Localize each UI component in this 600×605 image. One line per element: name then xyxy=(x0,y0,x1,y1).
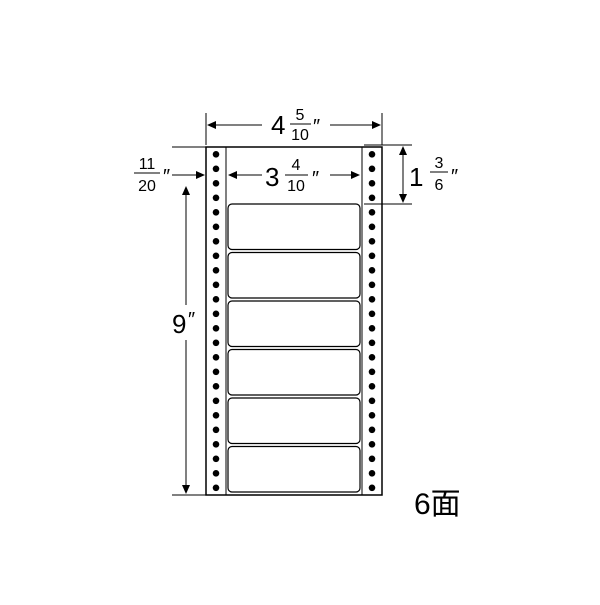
label-width-whole: 3 xyxy=(265,162,279,192)
left-tractor-hole xyxy=(212,194,220,202)
label-height-dimension: 1 3 6 ″ xyxy=(364,144,458,205)
right-tractor-hole xyxy=(368,223,376,231)
left-tractor-hole xyxy=(212,470,220,477)
right-tractor-hole xyxy=(368,339,376,347)
label-height-denominator: 6 xyxy=(435,177,444,194)
left-tractor-hole xyxy=(212,412,220,419)
label-rectangle xyxy=(227,251,361,299)
label-width-mark: ″ xyxy=(312,168,319,190)
left-tractor-hole xyxy=(212,397,220,405)
right-tractor-hole xyxy=(368,310,376,318)
right-tractor-hole xyxy=(368,426,376,434)
right-tractor-hole xyxy=(368,455,376,463)
top-margin-mark: ″ xyxy=(163,166,170,188)
right-tractor-hole xyxy=(368,441,376,448)
left-tractor-hole xyxy=(212,310,220,318)
face-count-label: 6面 xyxy=(414,488,461,521)
label-rectangle xyxy=(227,445,361,493)
label-height-numerator: 3 xyxy=(435,155,444,172)
sheet-height-dimension: 9 ″ xyxy=(172,186,206,496)
right-tractor-hole xyxy=(368,252,376,260)
left-tractor-holes xyxy=(212,151,220,492)
label-width-dimension: 3 4 10 ″ xyxy=(228,157,360,195)
left-tractor-hole xyxy=(212,151,220,158)
sheet-height-mark: ″ xyxy=(188,309,195,331)
label-height-mark: ″ xyxy=(451,166,458,188)
top-margin-dimension: 11 20 ″ xyxy=(134,146,206,195)
left-tractor-hole xyxy=(212,252,220,260)
sheet-width-denominator: 10 xyxy=(291,127,309,144)
left-tractor-hole xyxy=(212,281,220,289)
left-tractor-hole xyxy=(212,455,220,463)
right-tractor-hole xyxy=(368,165,376,173)
label-width-denominator: 10 xyxy=(287,178,305,195)
sheet-width-whole: 4 xyxy=(271,110,285,140)
right-tractor-hole xyxy=(368,354,376,361)
label-rectangle xyxy=(227,300,361,348)
left-tractor-hole xyxy=(212,368,220,376)
left-tractor-hole xyxy=(212,354,220,361)
right-tractor-hole xyxy=(368,383,376,390)
left-tractor-hole xyxy=(212,267,220,274)
right-tractor-hole xyxy=(368,238,376,245)
label-rectangle xyxy=(227,397,361,445)
right-tractor-hole xyxy=(368,180,376,187)
right-tractor-hole xyxy=(368,296,376,303)
left-tractor-hole xyxy=(212,238,220,245)
label-width-numerator: 4 xyxy=(292,157,301,174)
right-tractor-hole xyxy=(368,470,376,477)
right-tractor-hole xyxy=(368,484,376,492)
right-tractor-holes xyxy=(368,151,376,492)
label-rectangle xyxy=(227,203,361,251)
label-rectangles xyxy=(227,203,361,493)
left-tractor-hole xyxy=(212,223,220,231)
sheet-width-dimension: 4 5 10 ″ xyxy=(205,107,383,145)
left-tractor-hole xyxy=(212,325,220,332)
left-tractor-hole xyxy=(212,296,220,303)
left-tractor-hole xyxy=(212,426,220,434)
left-tractor-hole xyxy=(212,383,220,390)
left-tractor-hole xyxy=(212,165,220,173)
left-tractor-hole xyxy=(212,441,220,448)
right-tractor-hole xyxy=(368,281,376,289)
left-tractor-hole xyxy=(212,209,220,216)
right-tractor-hole xyxy=(368,209,376,216)
left-tractor-hole xyxy=(212,339,220,347)
left-tractor-hole xyxy=(212,484,220,492)
right-tractor-hole xyxy=(368,194,376,202)
label-height-whole: 1 xyxy=(409,162,423,192)
right-tractor-hole xyxy=(368,325,376,332)
right-tractor-hole xyxy=(368,368,376,376)
right-tractor-hole xyxy=(368,267,376,274)
right-tractor-hole xyxy=(368,151,376,158)
sheet-width-mark: ″ xyxy=(313,116,320,138)
top-margin-denominator: 20 xyxy=(138,178,156,195)
sheet-outline xyxy=(205,146,383,496)
label-rectangle xyxy=(227,348,361,396)
right-tractor-hole xyxy=(368,412,376,419)
sheet-width-numerator: 5 xyxy=(296,107,305,124)
left-tractor-hole xyxy=(212,180,220,187)
sheet-height-whole: 9 xyxy=(172,309,186,339)
top-margin-numerator: 11 xyxy=(139,156,156,173)
right-tractor-hole xyxy=(368,397,376,405)
